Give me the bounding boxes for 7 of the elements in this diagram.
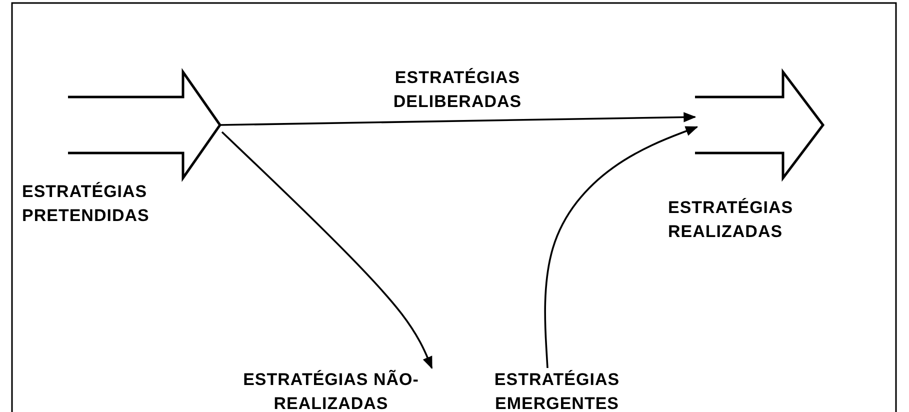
strategy-label: ESTRATÉGIAS NÃO-REALIZADAS <box>242 368 420 412</box>
arrow <box>221 131 433 370</box>
arrow <box>220 112 696 126</box>
strategy-label: ESTRATÉGIAS EMERGENTES <box>493 369 621 412</box>
strategy-label: ESTRATÉGIAS PRETENDIDAS <box>22 181 150 227</box>
arrow <box>544 126 698 368</box>
strategy-label: ESTRATÉGIAS REALIZADAS <box>668 197 794 243</box>
